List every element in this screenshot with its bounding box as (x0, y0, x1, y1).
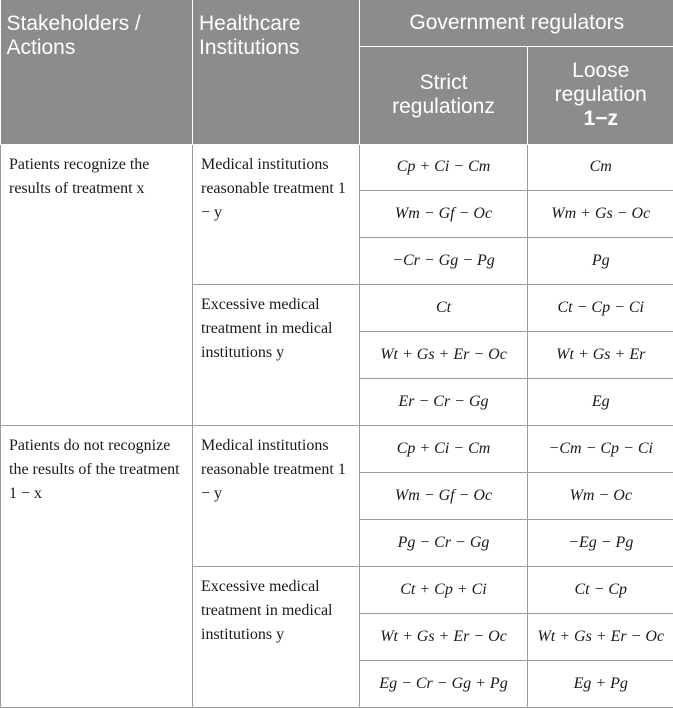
payoff-cell: Cm (527, 144, 673, 192)
payoff-cell: Ct (359, 284, 528, 333)
payoff-cell: Wm − Gf − Oc (359, 472, 528, 521)
payoff-cell: Ct − Cp (527, 566, 673, 615)
payoff-cell: Wt + Gs + Er − Oc (527, 613, 673, 661)
payoff-cell: Pg (527, 237, 673, 286)
header-strict: Strict regulationz (359, 46, 528, 145)
patient-label: Patients do not recognize the results of… (0, 425, 193, 708)
header-loose-line1: Loose regulation (554, 59, 647, 106)
payoff-cell: Eg + Pg (527, 660, 673, 708)
patient-label: Patients recognize the results of treatm… (0, 144, 193, 427)
header-stakeholders: Stakeholders / Actions (0, 0, 193, 145)
institution-label: Medical institutions reasonable treatmen… (192, 144, 360, 286)
header-regulators: Government regulators (359, 0, 673, 47)
payoff-cell: Wm − Gf − Oc (359, 190, 528, 239)
header-institutions: Healthcare Institutions (192, 0, 360, 145)
institution-label: Excessive medical treatment in medical i… (192, 566, 360, 708)
payoff-cell: −Cr − Gg − Pg (359, 237, 528, 286)
payoff-cell: Wm + Gs − Oc (527, 190, 673, 239)
payoff-cell: −Cm − Cp − Ci (527, 425, 673, 474)
header-loose-line2: 1−z (583, 107, 618, 130)
institution-label: Excessive medical treatment in medical i… (192, 284, 360, 427)
payoff-cell: Pg − Cr − Gg (359, 519, 528, 568)
payoff-cell: Ct + Cp + Ci (359, 566, 528, 615)
payoff-cell: −Eg − Pg (527, 519, 673, 568)
payoff-cell: Er − Cr − Gg (359, 378, 528, 427)
payoff-cell: Cp + Ci − Cm (359, 144, 528, 192)
institution-label: Medical institutions reasonable treatmen… (192, 425, 360, 568)
payoff-cell: Cp + Ci − Cm (359, 425, 528, 474)
payoff-cell: Eg − Cr − Gg + Pg (359, 660, 528, 708)
payoff-cell: Wt + Gs + Er − Oc (359, 613, 528, 661)
payoff-cell: Wt + Gs + Er − Oc (359, 331, 528, 380)
payoff-cell: Ct − Cp − Ci (527, 284, 673, 333)
payoff-cell: Eg (527, 378, 673, 427)
payoff-cell: Wt + Gs + Er (527, 331, 673, 380)
payoff-cell: Wm − Oc (527, 472, 673, 521)
